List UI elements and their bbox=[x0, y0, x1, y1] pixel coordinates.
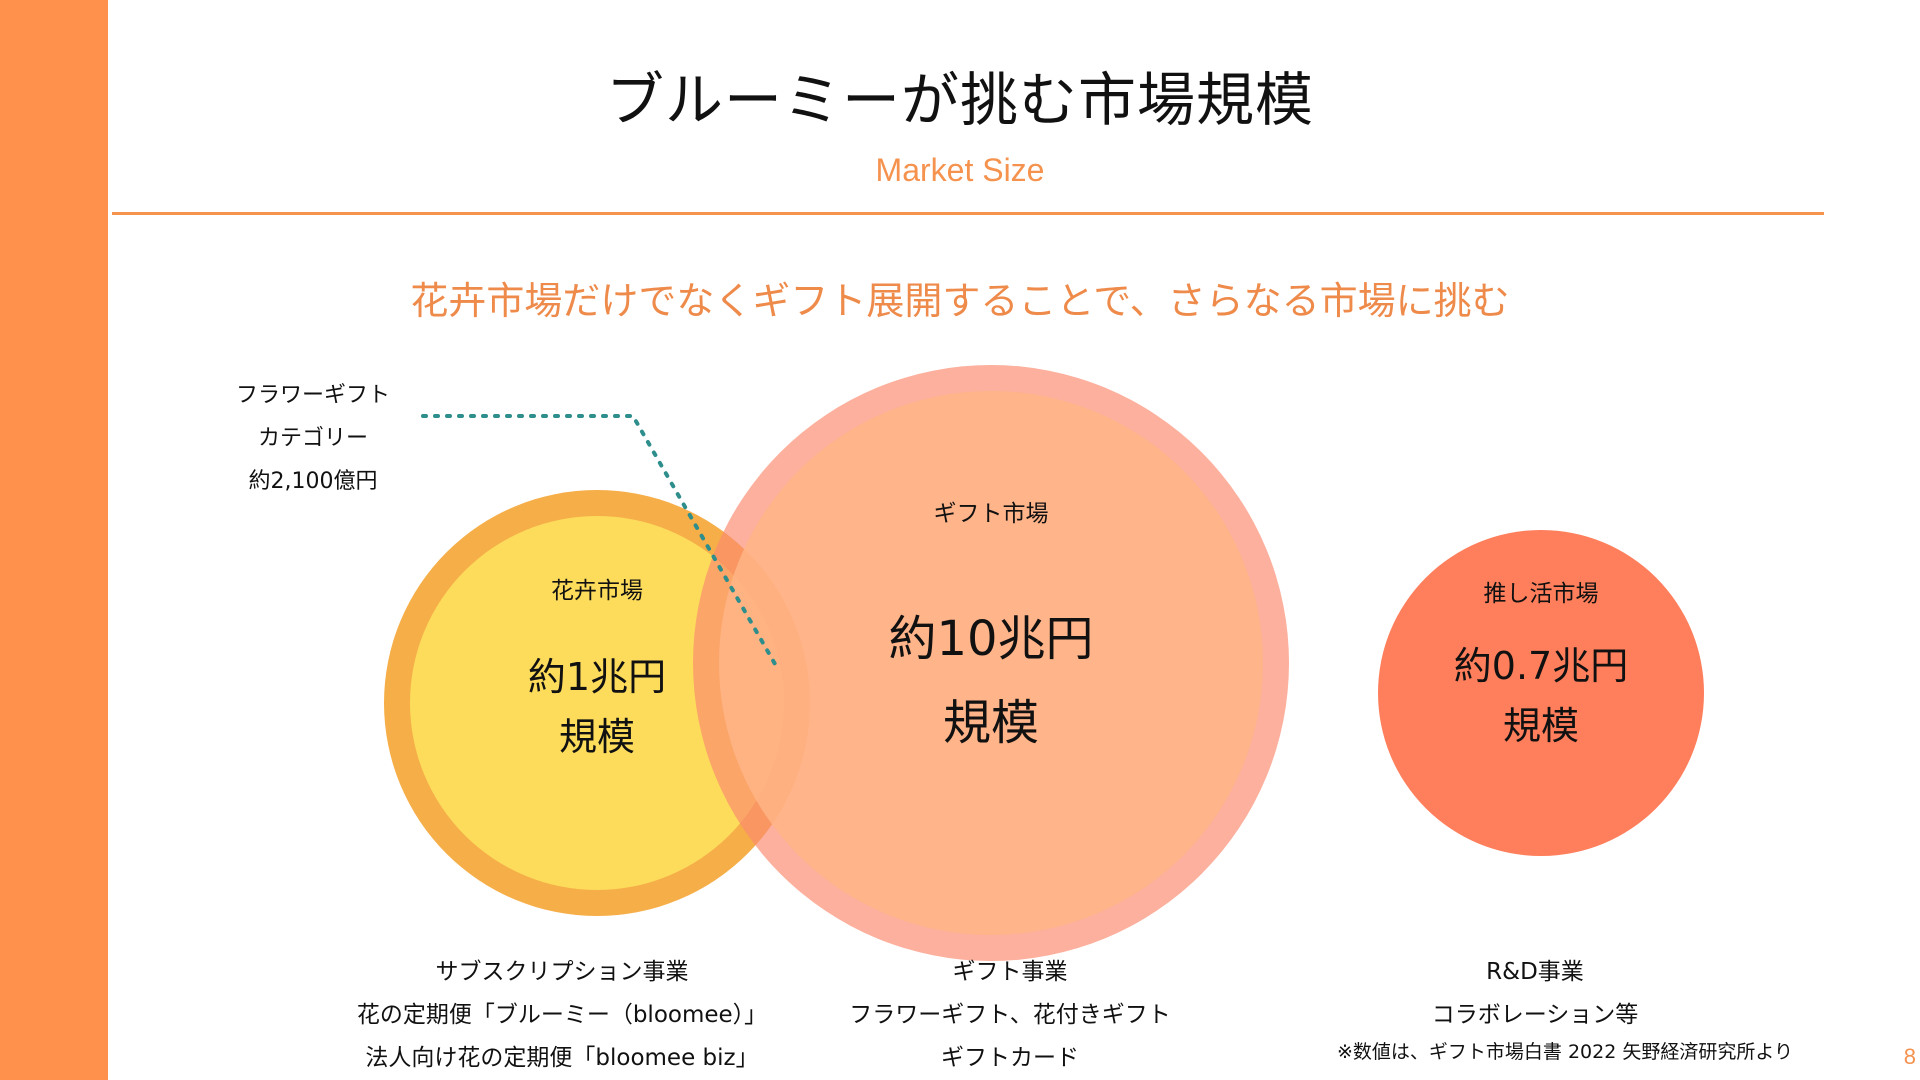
page-number: 8 bbox=[1903, 1044, 1916, 1069]
subscription-line-2: 花の定期便「ブルーミー（bloomee）」 bbox=[356, 1002, 768, 1028]
gift-market-value: 約10兆円 bbox=[888, 611, 1094, 667]
subscription-line-3: 法人向け花の定期便「bloomee biz」 bbox=[365, 1045, 759, 1071]
flower-market-label: 花卉市場 bbox=[551, 578, 643, 604]
callout-dotted-leader bbox=[421, 414, 777, 666]
rd-line-2: コラボレーション等 bbox=[1431, 1002, 1639, 1028]
oshi-market-circle bbox=[1378, 530, 1704, 856]
flower-market-scale: 規模 bbox=[558, 715, 635, 759]
flower-market-circle-inner bbox=[410, 516, 784, 890]
oshi-market-value-block: 約0.7兆円 規模 bbox=[1421, 636, 1661, 756]
gift-business-line-2: フラワーギフト、花付きギフト bbox=[849, 1002, 1171, 1028]
subscription-business-description: サブスクリプション事業 花の定期便「ブルーミー（bloomee）」 法人向け花の… bbox=[337, 951, 787, 1080]
callout-line-2: カテゴリー bbox=[257, 426, 368, 451]
flower-market-value: 約1兆円 bbox=[527, 655, 667, 699]
left-accent-bar bbox=[0, 0, 108, 1080]
oshi-market-scale: 規模 bbox=[1502, 704, 1579, 748]
tagline: 花卉市場だけでなくギフト展開することで、さらなる市場に挑む bbox=[410, 279, 1510, 323]
gift-market-circle-inner bbox=[719, 391, 1263, 935]
gift-business-description: ギフト事業 フラワーギフト、花付きギフト ギフトカード bbox=[810, 951, 1210, 1080]
flower-gift-category-callout: フラワーギフト カテゴリー 約2,100億円 bbox=[208, 374, 418, 503]
callout-line-1: フラワーギフト bbox=[235, 383, 390, 408]
gift-market-label: ギフト市場 bbox=[933, 501, 1049, 527]
gift-market-scale: 規模 bbox=[942, 695, 1039, 751]
title-divider bbox=[112, 212, 1824, 215]
slide-title: ブルーミーが挑む市場規模 bbox=[605, 66, 1314, 134]
flower-market-value-block: 約1兆円 規模 bbox=[477, 647, 717, 767]
rd-line-1: R&D事業 bbox=[1486, 959, 1584, 985]
source-note: ※数値は、ギフト市場白書 2022 矢野経済研究所より bbox=[1337, 1041, 1793, 1063]
slide-subtitle: Market Size bbox=[875, 152, 1045, 188]
gift-business-line-1: ギフト事業 bbox=[952, 959, 1068, 985]
callout-line-3: 約2,100億円 bbox=[248, 469, 378, 494]
gift-market-value-block: 約10兆円 規模 bbox=[851, 597, 1131, 765]
oshi-market-label: 推し活市場 bbox=[1483, 581, 1599, 607]
rd-business-description: R&D事業 コラボレーション等 bbox=[1385, 951, 1685, 1037]
gift-business-line-3: ギフトカード bbox=[941, 1045, 1079, 1071]
oshi-market-value: 約0.7兆円 bbox=[1453, 644, 1629, 688]
subscription-line-1: サブスクリプション事業 bbox=[435, 959, 689, 985]
